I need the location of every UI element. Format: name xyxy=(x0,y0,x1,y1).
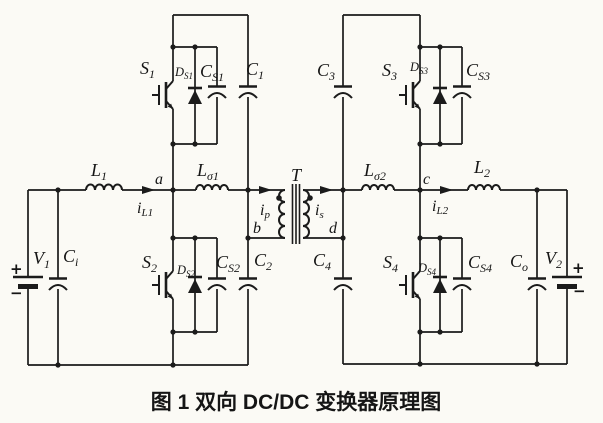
current-arrow-il2 xyxy=(440,186,453,194)
transformer-core xyxy=(291,184,301,244)
label-c2: C2 xyxy=(254,250,272,273)
secondary-polarity-dot xyxy=(307,195,313,201)
label-cs1: CS1 xyxy=(200,61,224,84)
transformer xyxy=(276,184,313,244)
junction-dots xyxy=(55,44,540,368)
label-il2: iL2 xyxy=(432,198,449,217)
primary-polarity-dot xyxy=(276,195,282,201)
diode-ds2 xyxy=(188,275,202,293)
label-l2: L2 xyxy=(473,157,490,180)
label-cs4: CS4 xyxy=(468,252,492,275)
current-arrow-is xyxy=(320,186,333,194)
v2-minus-sign: − xyxy=(573,282,586,300)
igbt-s1 xyxy=(152,80,174,110)
label-c4: C4 xyxy=(313,250,331,273)
label-ds4: DS4 xyxy=(417,261,437,277)
label-ip: ip xyxy=(260,202,270,221)
wiring xyxy=(27,14,568,366)
capacitor-c3 xyxy=(333,85,353,99)
label-cs3: CS3 xyxy=(466,60,490,83)
v1-plus-sign: + xyxy=(10,260,23,278)
label-is: is xyxy=(315,202,324,221)
label-cs2: CS2 xyxy=(216,252,240,275)
label-node-d: d xyxy=(329,220,338,237)
diode-ds3 xyxy=(433,86,447,104)
capacitor-ci xyxy=(48,277,68,291)
inductor-l2 xyxy=(467,184,501,191)
inductor-lsigma2 xyxy=(361,184,395,191)
diode-ds4 xyxy=(433,275,447,293)
label-ds3: DS3 xyxy=(409,60,429,76)
label-ds1: DS1 xyxy=(174,65,193,81)
label-s2: S2 xyxy=(142,252,157,275)
label-s1: S1 xyxy=(140,58,155,81)
label-v2: V2 xyxy=(545,248,562,271)
v1-minus-sign: − xyxy=(10,284,23,302)
current-arrow-ip xyxy=(259,186,272,194)
label-co: Co xyxy=(510,251,528,274)
igbt-s4 xyxy=(399,270,421,300)
label-il1: iL1 xyxy=(137,200,153,219)
label-c1: C1 xyxy=(246,59,264,82)
inductor-l1 xyxy=(85,183,123,191)
label-node-a: a xyxy=(155,171,163,188)
v2-plus-sign: + xyxy=(572,259,585,277)
current-arrow-il1 xyxy=(142,186,155,194)
label-node-b: b xyxy=(253,220,261,237)
battery-v1 xyxy=(13,275,43,289)
label-ds2: DS2 xyxy=(176,263,196,279)
capacitor-cs1 xyxy=(207,85,227,99)
igbt-s3 xyxy=(399,80,421,110)
capacitor-cs3 xyxy=(452,85,472,99)
capacitor-c4 xyxy=(333,277,353,291)
diode-ds1 xyxy=(188,86,202,104)
capacitor-cs2 xyxy=(207,277,227,291)
label-l1: L1 xyxy=(90,160,107,183)
label-transformer-t: T xyxy=(291,165,303,185)
capacitor-c2 xyxy=(238,277,258,291)
capacitor-cs4 xyxy=(452,277,472,291)
label-s3: S3 xyxy=(382,60,397,83)
label-v1: V1 xyxy=(33,248,50,271)
label-lsigma2: Lσ2 xyxy=(363,160,386,183)
igbt-s2 xyxy=(152,270,174,300)
figure-caption: 图 1 双向 DC/DC 变换器原理图 xyxy=(151,390,442,414)
label-ci: Ci xyxy=(63,246,78,269)
battery-v2 xyxy=(552,275,582,289)
label-lsigma1: Lσ1 xyxy=(196,160,219,183)
inductor-lsigma1 xyxy=(195,184,229,191)
label-node-c: c xyxy=(423,171,430,188)
capacitor-c1 xyxy=(238,85,258,99)
capacitor-co xyxy=(527,277,547,291)
label-c3: C3 xyxy=(317,60,335,83)
label-s4: S4 xyxy=(383,252,398,275)
